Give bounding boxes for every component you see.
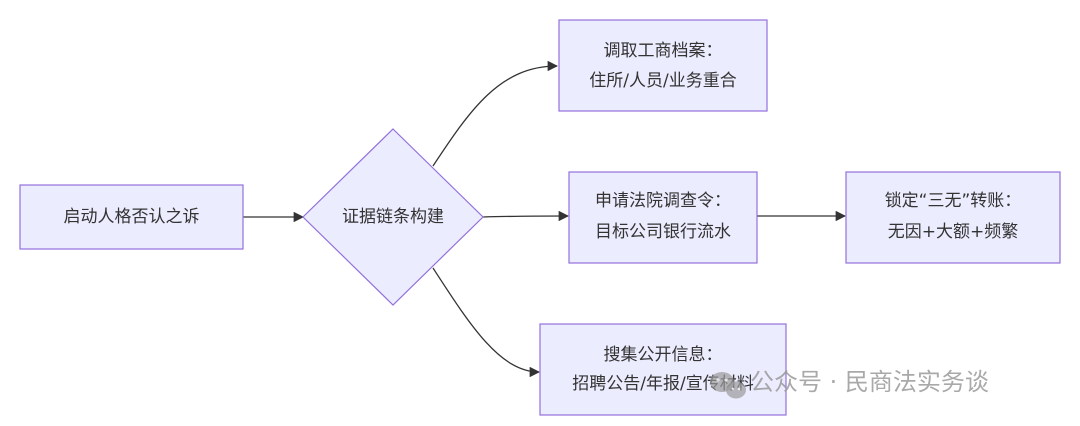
node-court-order-line-1: 申请法院调查令： (595, 191, 731, 211)
wechat-logo-icon (710, 372, 746, 399)
node-decision: 证据链条构建 (302, 128, 484, 306)
node-public-info-line-1: 搜集公开信息： (604, 345, 723, 365)
node-lock-transfer-line-2: 无因+大额+频繁 (888, 222, 1019, 242)
node-court-order-line-2: 目标公司银行流水 (595, 222, 731, 242)
edge-decision-to-court-order (482, 210, 570, 222)
node-lock-transfer-line-1: 锁定“三无”转账： (885, 191, 1022, 211)
node-public-info-line-2: 招聘公告/年报/宣传材料 (572, 374, 753, 394)
node-archive-line-2: 住所/人员/业务重合 (589, 71, 736, 91)
watermark-text: 公众号 · 民商法实务谈 (750, 368, 989, 396)
edge-decision-to-archive (432, 60, 559, 167)
edge-decision-to-public-info (432, 267, 541, 378)
node-court-order: 申请法院调查令： 目标公司银行流水 (568, 171, 758, 264)
node-lock-transfer: 锁定“三无”转账： 无因+大额+频繁 (845, 171, 1061, 264)
node-decision-label: 证据链条构建 (342, 207, 444, 227)
node-start: 启动人格否认之诉 (19, 184, 244, 250)
node-start-label: 启动人格否认之诉 (64, 207, 200, 227)
node-public-info: 搜集公开信息： 招聘公告/年报/宣传材料 (539, 323, 787, 416)
watermark: 公众号 · 民商法实务谈 (710, 368, 989, 399)
node-archive-line-1: 调取工商档案： (604, 41, 723, 61)
node-archive: 调取工商档案： 住所/人员/业务重合 (558, 19, 768, 112)
